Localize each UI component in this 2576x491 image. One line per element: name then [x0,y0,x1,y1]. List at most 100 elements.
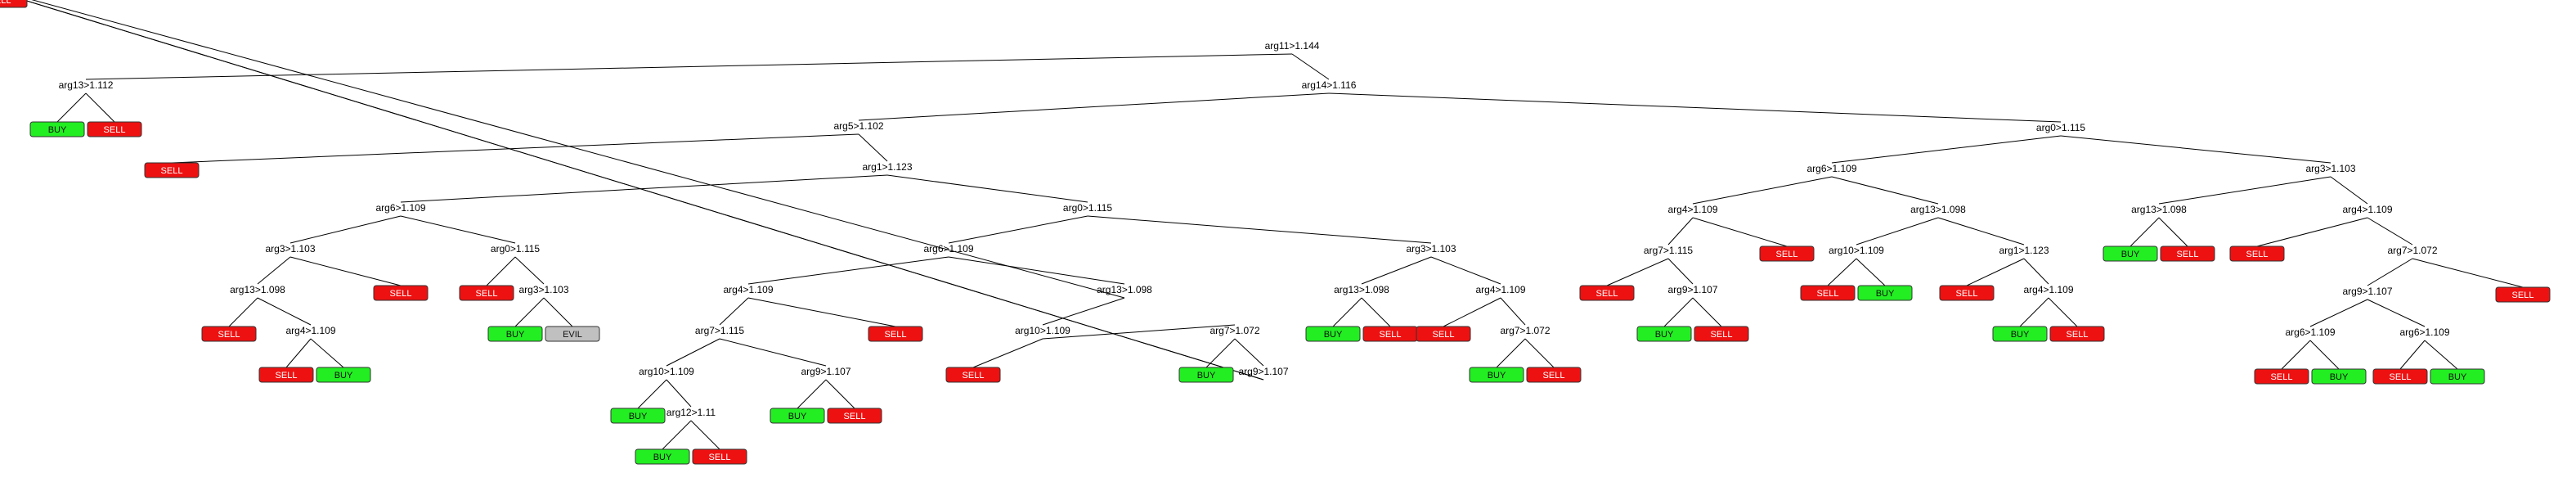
leaf-node-buy: BUY [635,448,690,465]
leaf-box [2049,326,2105,342]
leaf-box [770,408,825,424]
leaf-node-sell: SELL [2160,246,2215,262]
split-node-arg13-1-098: arg13>1.098 [2131,204,2187,215]
tree-edge [1361,297,1391,327]
split-node-arg4-1-109: arg4>1.109 [2342,204,2392,215]
leaf-label: SELL [390,289,412,299]
leaf-label: SELL [1711,330,1733,340]
leaf-label: SELL [161,166,183,176]
leaf-node-buy: BUY [487,326,543,342]
leaf-node-sell: SELL [201,326,257,342]
leaf-label: BUY [1655,330,1674,340]
leaf-box [201,326,257,342]
split-node-arg4-1-109: arg4>1.109 [723,284,773,295]
tree-edge [2367,258,2413,286]
leaf-label: SELL [218,330,240,340]
split-node-arg1-1-123: arg1>1.123 [1999,245,2049,256]
tree-edge [972,338,1043,368]
leaf-label: SELL [963,371,985,381]
leaf-node-sell: SELL [2372,368,2428,385]
tree-edge [2019,297,2049,327]
tree-edge [1361,256,1432,285]
tree-edge [886,174,1088,203]
leaf-node-sell: SELL [2495,286,2551,303]
split-node-arg5-1-102: arg5>1.102 [833,120,883,132]
tree-edge [514,297,545,327]
tree-edge [948,215,1088,244]
leaf-node-buy: BUY [316,367,371,383]
split-node-arg3-1-103: arg3>1.103 [265,243,315,255]
leaf-box [868,326,923,342]
leaf-label: BUY [2121,250,2140,259]
tree-edge [228,297,258,327]
leaf-box [459,285,514,301]
leaf-box [1526,367,1582,383]
leaf-label: BUY [653,453,672,462]
split-node-arg13-1-112: arg13>1.112 [59,79,114,91]
leaf-label: SELL [0,0,11,6]
leaf-label: SELL [2512,291,2534,300]
split-node-arg4-1-109: arg4>1.109 [0,0,25,2]
leaf-box [692,448,747,465]
tree-edge [1937,217,2025,246]
tree-edge [1606,258,1669,286]
split-node-arg11-1-144: arg11>1.144 [1265,40,1320,52]
split-node-arg3-1-103: arg3>1.103 [1406,243,1456,255]
tree-edge [1831,176,1939,205]
tree-edges [0,0,2524,450]
tree-edge [825,379,855,409]
leaf-node-sell: SELL [144,162,200,178]
leaf-node-sell: SELL [692,448,747,465]
leaf-node-sell: SELL [1579,285,1635,301]
leaf-box [1694,326,1749,342]
leaf-box [945,367,1001,383]
leaf-label: SELL [1543,371,1565,381]
tree-edge [2330,176,2368,205]
leaf-label: SELL [2271,372,2293,382]
leaf-node-buy: BUY [1305,326,1361,342]
tree-edge [1042,324,1236,340]
tree-edge [1234,338,1264,367]
leaf-box [1579,285,1635,301]
split-node-arg10-1-109: arg10>1.109 [1829,245,1884,256]
split-node-arg9-1-107: arg9>1.107 [1667,284,1717,295]
split-node-arg7-1-115: arg7>1.115 [1644,245,1693,256]
leaf-node-buy: BUY [1857,285,1913,301]
tree-edge [1087,215,1432,244]
leaf-node-sell: SELL [945,367,1001,383]
leaf-node-sell: SELL [2049,326,2105,342]
leaf-box [2311,368,2367,385]
tree-edge [22,0,1264,381]
tree-edge [2060,135,2331,164]
leaf-node-buy: BUY [2103,246,2158,262]
leaf-node-sell: SELL [827,408,882,424]
split-node-arg7-1-115: arg7>1.115 [695,325,744,336]
leaf-label: BUY [2448,372,2467,382]
tree-edge [310,338,344,368]
split-node-arg10-1-109: arg10>1.109 [1015,325,1070,336]
tree-edge [289,256,402,286]
leaf-box [0,0,28,8]
leaf-node-buy: BUY [1469,367,1524,383]
tree-edge [1205,338,1236,368]
leaf-box [258,367,314,383]
split-node-arg6-1-109: arg6>1.109 [375,202,425,214]
leaf-box [2372,368,2428,385]
split-node-arg0-1-115: arg0>1.115 [1063,202,1112,214]
leaf-box [316,367,371,383]
leaf-box [1800,285,1856,301]
tree-edge [2412,258,2524,288]
leaf-label: BUY [2330,372,2349,382]
split-node-arg4-1-109: arg4>1.109 [1667,204,1717,215]
leaf-label: SELL [844,412,866,421]
leaf-label: EVIL [563,330,582,340]
leaf-node-sell: SELL [0,0,28,8]
split-node-arg3-1-103: arg3>1.103 [518,284,568,295]
leaf-box [1416,326,1471,342]
leaf-label: SELL [1817,289,1839,299]
leaf-label: SELL [104,125,126,135]
tree-edge [1663,297,1694,327]
tree-edge [2367,217,2413,246]
leaf-box [1759,246,1815,262]
tree-edge [1827,258,1857,286]
